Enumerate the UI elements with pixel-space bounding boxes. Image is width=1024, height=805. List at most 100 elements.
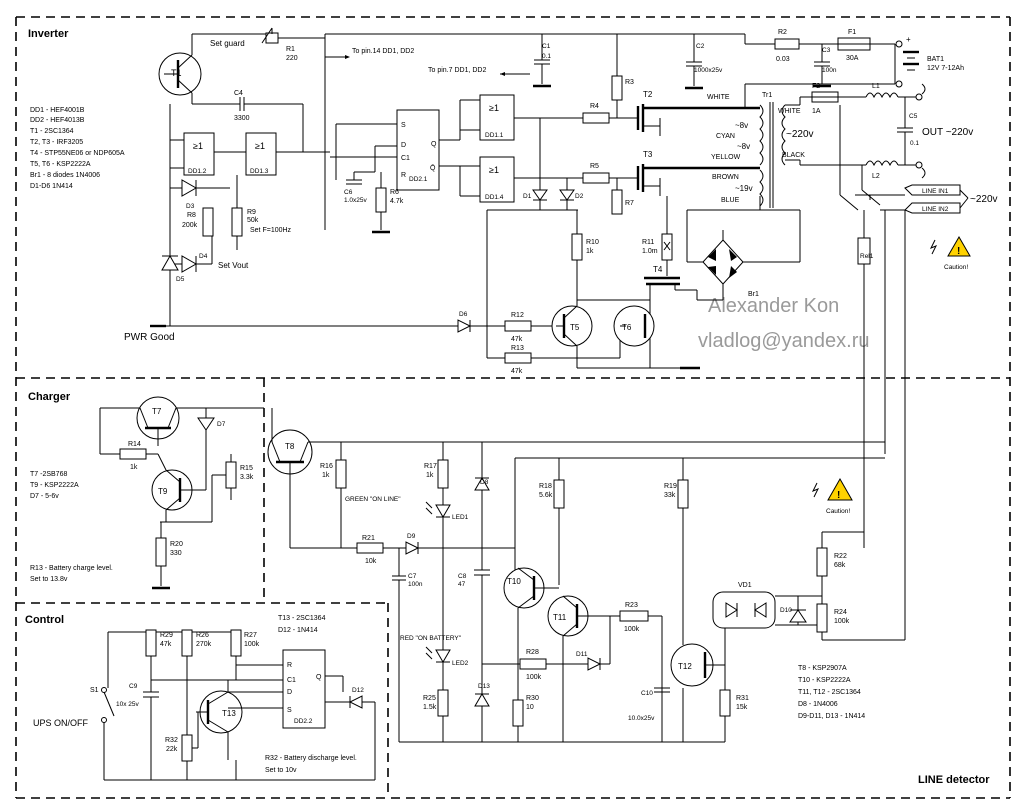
inverter-t1-block: T1 R1 220 Set guard To pin.14 DD1, DD2 T… (158, 27, 745, 230)
legend-line: Set to 13.8v (30, 576, 68, 583)
svg-text:R8: R8 (187, 212, 196, 219)
svg-text:LINE IN2: LINE IN2 (922, 206, 949, 213)
svg-text:C3: C3 (822, 47, 831, 54)
svg-text:D1: D1 (523, 193, 532, 200)
diode-D11: D11 (576, 651, 602, 671)
svg-text:R20: R20 (170, 541, 183, 548)
svg-text:D5: D5 (176, 276, 185, 283)
svg-text:D12: D12 (352, 687, 364, 694)
svg-text:≥1: ≥1 (489, 165, 499, 175)
svg-text:T4: T4 (653, 265, 663, 274)
transistor-T7: T7 (136, 396, 180, 446)
svg-text:CYAN: CYAN (716, 133, 735, 140)
svg-text:S1: S1 (90, 687, 99, 694)
svg-text:R10: R10 (586, 239, 599, 246)
svg-text:DD1.3: DD1.3 (250, 168, 269, 175)
svg-text:~8v: ~8v (735, 121, 748, 130)
svg-text:BLUE: BLUE (721, 197, 740, 204)
svg-text:R5: R5 (590, 163, 599, 170)
svg-text:10x 25v: 10x 25v (116, 701, 140, 708)
svg-text:33k: 33k (664, 492, 676, 499)
section-title-control: Control (25, 614, 64, 626)
svg-text:T6: T6 (622, 323, 632, 332)
transformer-Tr1: WHITE ~8v CYAN ~8v YELLOW BROWN ~19v BLU… (707, 92, 814, 208)
svg-text:R21: R21 (362, 535, 375, 542)
svg-text:1.0m: 1.0m (642, 248, 658, 255)
diode-D5: D5 (161, 254, 185, 283)
svg-text:D10: D10 (780, 607, 792, 614)
svg-text:T7: T7 (152, 407, 162, 416)
optocoupler-VD1: VD1 (712, 582, 776, 629)
svg-text:L2: L2 (872, 173, 880, 180)
svg-text:1.0x25v: 1.0x25v (344, 197, 368, 204)
svg-text:D13: D13 (478, 683, 490, 690)
svg-text:0.03: 0.03 (776, 56, 790, 63)
svg-text:1.5k: 1.5k (423, 704, 437, 711)
legend-line: DD1 - HEF4001B (30, 107, 85, 114)
resistor-R25-26-27: R29 47k R26 270k R27 100k (145, 629, 260, 657)
svg-text:R26: R26 (196, 632, 209, 639)
line-legend: T8 - KSP2907A T10 - KSP2222A T11, T12 - … (798, 665, 865, 720)
svg-text:S: S (401, 122, 406, 129)
svg-text:LINE IN1: LINE IN1 (922, 188, 949, 195)
section-borders (15, 16, 1011, 799)
label-set-vout: Set Vout (218, 261, 249, 270)
svg-text:R19: R19 (664, 483, 677, 490)
switch-S1[interactable]: S1 (90, 687, 115, 723)
svg-text:WHITE: WHITE (778, 108, 801, 115)
svg-text:R: R (287, 662, 292, 669)
svg-text:R13: R13 (511, 345, 524, 352)
svg-text:Q: Q (316, 674, 322, 681)
svg-text:100n: 100n (822, 67, 837, 74)
bridge-Br1: Br1 (702, 239, 759, 298)
label-set-f: Set F=100Hz (250, 227, 292, 234)
label-pwr-good: PWR Good (124, 332, 175, 343)
transistor-T10: T10 (503, 567, 559, 609)
svg-text:C9: C9 (129, 683, 138, 690)
svg-text:100n: 100n (408, 581, 423, 588)
svg-text:270k: 270k (196, 641, 212, 648)
watermark-email: vladlog@yandex.ru (698, 330, 870, 352)
svg-text:F2: F2 (812, 83, 820, 90)
svg-text:R: R (401, 172, 406, 179)
svg-text:100k: 100k (526, 674, 542, 681)
svg-text:C8: C8 (458, 573, 467, 580)
svg-text:C2: C2 (696, 43, 705, 50)
svg-text:!: ! (837, 490, 840, 501)
legend-line: T11, T12 - 2SC1364 (798, 689, 861, 696)
warning-icon: ! Caution! (811, 477, 853, 515)
svg-text:C1: C1 (287, 677, 296, 684)
resistor-R8: R8 200k (182, 207, 214, 237)
svg-text:~19v: ~19v (735, 184, 753, 193)
transistor-T1 (158, 52, 202, 96)
svg-text:D6: D6 (459, 311, 468, 318)
svg-text:Caution!: Caution! (944, 264, 968, 271)
svg-text:≥1: ≥1 (193, 141, 203, 151)
svg-text:≥1: ≥1 (255, 141, 265, 151)
legend-line: D1-D6 1N414 (30, 183, 73, 190)
svg-text:Caution!: Caution! (826, 508, 850, 515)
mosfet-T2: T2 (636, 90, 760, 136)
transistor-T8: T8 (267, 429, 313, 548)
svg-text:LED1: LED1 (452, 514, 469, 521)
svg-text:4.7k: 4.7k (390, 198, 404, 205)
svg-text:C6: C6 (344, 189, 353, 196)
logic-DD12: ≥1 DD1.2 (183, 132, 215, 176)
svg-text:R27: R27 (244, 632, 257, 639)
legend-line: T10 - KSP2222A (798, 677, 851, 684)
svg-text:22k: 22k (166, 746, 178, 753)
capacitor-C4: C4 3300 (192, 90, 303, 122)
svg-text:10k: 10k (365, 558, 377, 565)
legend-line: T13 - 2SC1364 (278, 615, 326, 622)
svg-text:R32: R32 (165, 737, 178, 744)
svg-text:D7: D7 (217, 421, 226, 428)
svg-text:~220v: ~220v (786, 129, 814, 140)
svg-text:DD1.4: DD1.4 (485, 194, 504, 201)
logic-DD11: ≥1 DD1.1 (479, 94, 515, 141)
connector-line-in: LINE IN1 LINE IN2 ~220v (904, 184, 998, 214)
svg-text:≥1: ≥1 (489, 103, 499, 113)
svg-text:68k: 68k (834, 562, 846, 569)
label-green-led: GREEN "ON LINE" (345, 496, 401, 503)
diode-D9: D9 (405, 533, 420, 555)
